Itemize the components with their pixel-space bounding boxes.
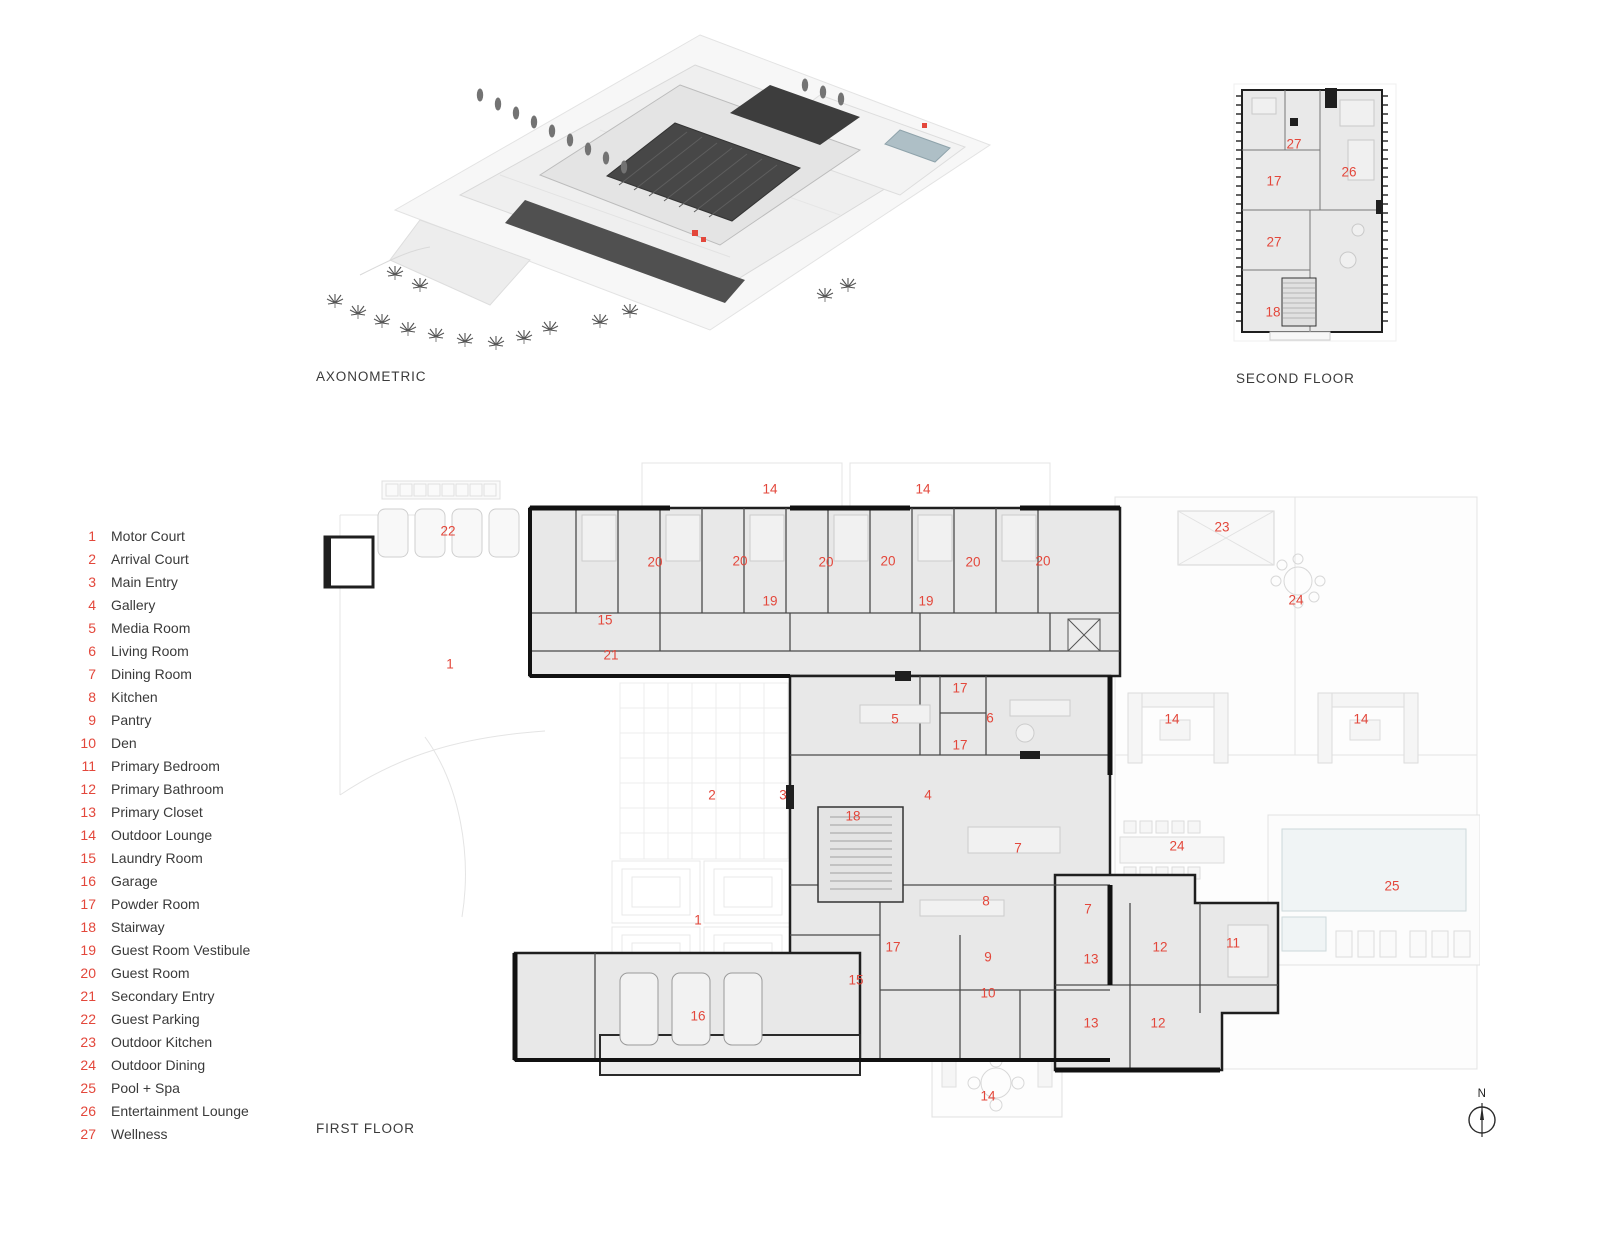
legend-item: 5 Media Room — [74, 616, 250, 639]
legend-item: 11 Primary Bedroom — [74, 754, 250, 777]
legend-item: 3 Main Entry — [74, 570, 250, 593]
legend-item-label: Outdoor Kitchen — [111, 1033, 213, 1050]
legend-item: 13 Primary Closet — [74, 800, 250, 823]
legend-item: 7 Dining Room — [74, 662, 250, 685]
legend-item-number: 16 — [80, 872, 96, 889]
legend-item: 25 Pool + Spa — [74, 1076, 250, 1099]
legend-item-number: 15 — [80, 849, 96, 866]
legend-item-label: Gallery — [111, 596, 156, 613]
legend-item: 19 Guest Room Vestibule — [74, 938, 250, 961]
legend-item: 10 Den — [74, 731, 250, 754]
legend-item-number: 12 — [80, 780, 96, 797]
compass-icon — [1468, 1103, 1496, 1137]
second-floor-drawing — [1233, 83, 1397, 342]
legend-item-label: Primary Closet — [111, 803, 203, 820]
legend-item-number: 23 — [80, 1033, 96, 1050]
legend-item: 4 Gallery — [74, 593, 250, 616]
legend-item-label: Outdoor Lounge — [111, 826, 213, 843]
axonometric-label: AXONOMETRIC — [316, 369, 427, 384]
compass-north-label: N — [1477, 1088, 1487, 1100]
legend-item-number: 19 — [80, 941, 96, 958]
legend-item: 22 Guest Parking — [74, 1007, 250, 1030]
legend-item-label: Laundry Room — [111, 849, 203, 866]
legend-item-number: 25 — [80, 1079, 96, 1096]
legend-item-number: 26 — [80, 1102, 96, 1119]
legend-item-number: 17 — [80, 895, 96, 912]
legend-item-label: Guest Parking — [111, 1010, 200, 1027]
legend-item: 12 Primary Bathroom — [74, 777, 250, 800]
legend-item: 15 Laundry Room — [74, 846, 250, 869]
legend-item-number: 5 — [88, 619, 96, 636]
legend-item-number: 3 — [88, 573, 96, 590]
legend-item: 8 Kitchen — [74, 685, 250, 708]
legend-item-number: 24 — [80, 1056, 96, 1073]
legend-item-number: 4 — [88, 596, 96, 613]
legend-item-number: 11 — [81, 757, 96, 774]
legend-item-label: Outdoor Dining — [111, 1056, 206, 1073]
legend-item: 26 Entertainment Lounge — [74, 1099, 250, 1122]
legend-item-label: Dining Room — [111, 665, 192, 682]
legend-item: 1 Motor Court — [74, 524, 250, 547]
legend-item: 6 Living Room — [74, 639, 250, 662]
legend-item: 20 Guest Room — [74, 961, 250, 984]
legend-item-label: Pool + Spa — [111, 1079, 180, 1096]
second-floor-label: SECOND FLOOR — [1236, 371, 1355, 386]
compass: N — [1461, 1088, 1503, 1146]
legend-item-label: Main Entry — [111, 573, 178, 590]
legend-item: 27 Wellness — [74, 1122, 250, 1145]
legend-item: 14 Outdoor Lounge — [74, 823, 250, 846]
legend-item-number: 13 — [80, 803, 96, 820]
legend-item-number: 14 — [80, 826, 96, 843]
legend-item-label: Den — [111, 734, 137, 751]
legend-item-number: 8 — [88, 688, 96, 705]
legend-item: 16 Garage — [74, 869, 250, 892]
first-floor-drawing — [323, 462, 1480, 1118]
legend-item-label: Arrival Court — [111, 550, 189, 567]
legend-item-label: Primary Bathroom — [111, 780, 224, 797]
legend-item-label: Media Room — [111, 619, 191, 636]
legend-item-label: Guest Room — [111, 964, 190, 981]
legend-item-label: Kitchen — [111, 688, 158, 705]
legend-item-label: Powder Room — [111, 895, 200, 912]
legend-item-number: 1 — [88, 527, 96, 544]
legend-item-label: Primary Bedroom — [111, 757, 220, 774]
legend-item-number: 21 — [80, 987, 96, 1004]
legend-item: 9 Pantry — [74, 708, 250, 731]
legend-item-number: 18 — [80, 918, 96, 935]
legend-item-label: Living Room — [111, 642, 189, 659]
legend-item: 21 Secondary Entry — [74, 984, 250, 1007]
legend-item: 24 Outdoor Dining — [74, 1053, 250, 1076]
legend-item: 2 Arrival Court — [74, 547, 250, 570]
legend-item: 17 Powder Room — [74, 892, 250, 915]
legend-item-number: 9 — [88, 711, 96, 728]
legend-item: 18 Stairway — [74, 915, 250, 938]
legend-item-label: Stairway — [111, 918, 165, 935]
axonometric-view — [300, 25, 1000, 365]
legend-item: 23 Outdoor Kitchen — [74, 1030, 250, 1053]
legend-item-number: 10 — [80, 734, 96, 751]
legend-item-number: 6 — [88, 642, 96, 659]
legend-item-number: 27 — [80, 1125, 96, 1142]
legend-item-number: 7 — [88, 665, 96, 682]
legend-item-label: Pantry — [111, 711, 152, 728]
legend-item-label: Guest Room Vestibule — [111, 941, 251, 958]
legend-item-number: 20 — [80, 964, 96, 981]
legend-item-number: 22 — [80, 1010, 96, 1027]
legend-item-label: Entertainment Lounge — [111, 1102, 249, 1119]
legend-item-label: Secondary Entry — [111, 987, 215, 1004]
legend-item-label: Motor Court — [111, 527, 185, 544]
legend-item-label: Garage — [111, 872, 158, 889]
first-floor-label: FIRST FLOOR — [316, 1121, 415, 1136]
axonometric-drawing — [326, 34, 992, 351]
legend-item-label: Wellness — [111, 1125, 168, 1142]
legend-item-number: 2 — [88, 550, 96, 567]
